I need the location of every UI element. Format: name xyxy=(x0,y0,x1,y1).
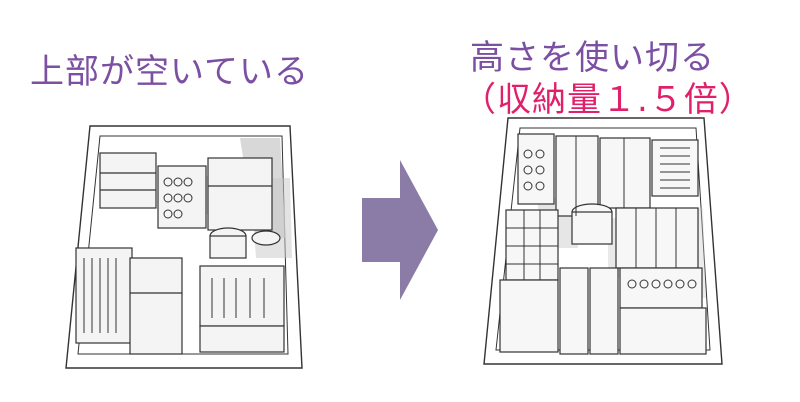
tall-box-2 xyxy=(599,137,651,209)
rack-top-right xyxy=(651,139,699,197)
tall-box-1 xyxy=(555,135,599,217)
bottle-stand xyxy=(75,247,133,344)
bowl xyxy=(251,230,281,246)
right-caption: 高さを使い切る xyxy=(470,38,715,78)
right-arrow-icon xyxy=(362,160,438,300)
left-caption: 上部が空いている xyxy=(30,52,309,92)
big-box-top xyxy=(207,157,273,231)
narrow-case-2 xyxy=(589,267,619,355)
narrow-case-1 xyxy=(559,267,589,355)
box-middle-right xyxy=(615,207,699,269)
drawer-outline xyxy=(65,125,303,369)
grid-box xyxy=(505,209,559,281)
stacked-boxes-left xyxy=(99,152,157,209)
right-subcaption: （収納量１.５倍） xyxy=(462,80,754,120)
drawer-sketch-after xyxy=(483,117,723,365)
box-bottom-right xyxy=(619,307,707,355)
box-bottom-right xyxy=(199,265,285,327)
box-bottom-left xyxy=(499,279,559,353)
box-bottom-center xyxy=(129,257,183,355)
drawer-outline xyxy=(483,117,723,365)
drawer-sketch-before xyxy=(65,125,303,369)
